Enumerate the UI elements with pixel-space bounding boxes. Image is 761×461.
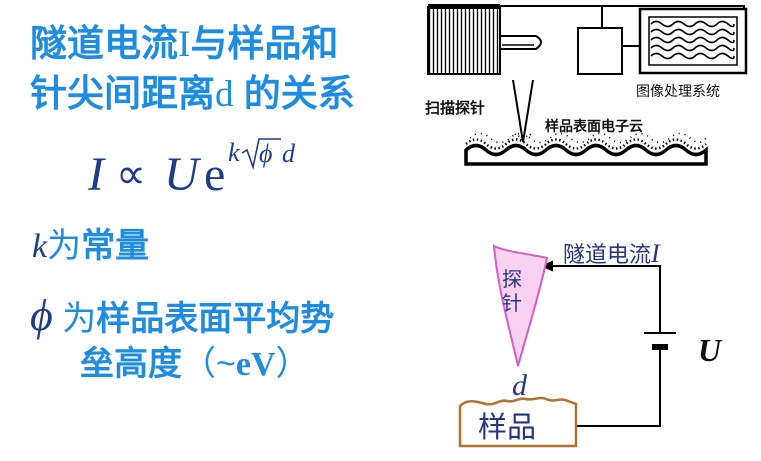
tunneling-circuit: 隧道电流I 探 针 U d 样品 (460, 239, 723, 446)
stm-schematic: 图像处理系统 扫描探针 样品表面电子云 (425, 4, 746, 164)
scanning-probe-tip (513, 80, 533, 142)
current-label: 隧道电流I (563, 239, 661, 268)
phi-note-paren-open: （~ (182, 345, 236, 383)
title-line-1-current-symbol: I (178, 24, 190, 65)
title-line-2-post: 的关系 (234, 73, 355, 114)
sample-surface (466, 146, 706, 165)
piezo-scanner-top-band (428, 4, 500, 9)
probe-char-1: 探 (502, 268, 522, 291)
surface-label: 样品表面电子云 (545, 118, 643, 134)
phi-note-paren-close: ） (276, 345, 310, 383)
phi-note-wei: 为 (53, 300, 96, 338)
phi-note-text-2: 垒高度 (80, 345, 182, 383)
circuit-wire-lower (576, 350, 660, 426)
k-note-symbol: k (32, 228, 48, 265)
k-note: k为常量 (32, 227, 149, 265)
title-line-2-pre: 针尖间距离 (30, 73, 215, 114)
title-line-2-distance-symbol: d (215, 74, 234, 115)
title-line-1-pre: 隧道电流 (30, 23, 178, 64)
phi-note-unit: eV (236, 346, 276, 383)
gap-label: d (512, 369, 528, 402)
phi-note-line-1: ϕ 为样品表面平均势 (30, 291, 334, 340)
equation-exp-base: e (204, 148, 225, 201)
tunneling-equation: I ∝ U e k ϕ d (87, 138, 296, 201)
equation-exp-phi: ϕ (259, 139, 272, 168)
equation-exp-d: d (282, 139, 296, 168)
k-note-wei: 为 (47, 227, 81, 265)
equation-current: I (87, 148, 106, 201)
current-label-text: 隧道电流 (563, 242, 651, 267)
phi-note-symbol: ϕ (30, 291, 53, 340)
current-label-symbol: I (650, 239, 661, 268)
voltage-label: U (698, 332, 723, 368)
monitor-wire-top (602, 6, 744, 8)
title-line-1-post: 与样品和 (190, 23, 338, 64)
image-system-label: 图像处理系统 (636, 83, 720, 99)
tip-electron-cloud (515, 134, 531, 137)
k-note-text: 常量 (81, 227, 149, 265)
equation-exp-k: k (228, 138, 240, 167)
probe-char-2: 针 (502, 292, 522, 315)
sample-label: 样品 (478, 411, 536, 444)
probe-label: 扫描探针 (425, 99, 485, 117)
probe-holder-rod (500, 36, 541, 49)
equation-voltage: U (164, 148, 202, 201)
phi-note-text-1: 样品表面平均势 (96, 300, 334, 338)
controller-box (578, 28, 622, 74)
title-line-1: 隧道电流I与样品和 (30, 23, 338, 65)
phi-note-line-2: 垒高度（~eV） (80, 345, 310, 383)
scanner-wire (500, 6, 602, 28)
piezo-scanner (428, 7, 500, 74)
title-line-2: 针尖间距离d 的关系 (30, 73, 355, 115)
equation-proportional-sign: ∝ (116, 152, 146, 198)
